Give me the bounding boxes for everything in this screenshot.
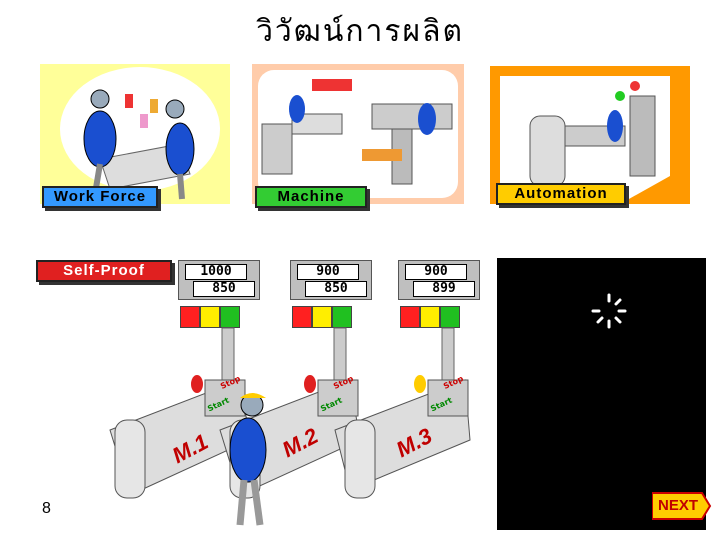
automation-label[interactable]: Automation — [496, 183, 626, 205]
automation-illustration — [500, 76, 670, 204]
machine-3-stop-text: Stop — [442, 374, 465, 391]
green-light — [332, 306, 352, 328]
automation-panel — [490, 66, 690, 204]
machine-illustration — [258, 70, 458, 198]
machine-2-counter-target: 900 — [297, 264, 359, 280]
machine-1-stop-text: Stop — [219, 374, 242, 391]
yellow-light — [420, 306, 440, 328]
machine-2-status-lights — [292, 306, 362, 328]
next-button[interactable]: NEXT — [651, 490, 712, 522]
work-force-label[interactable]: Work Force — [42, 186, 158, 208]
yellow-light — [312, 306, 332, 328]
machine-panel — [252, 64, 464, 204]
machine-2-counter: 900 850 — [290, 260, 372, 300]
work-force-illustration — [60, 67, 220, 200]
machine-3-label: M.3 — [392, 422, 437, 463]
green-light — [440, 306, 460, 328]
work-force-panel — [40, 64, 230, 204]
machine-3-start-text: Start — [429, 395, 454, 414]
machine-2-counter-actual: 850 — [305, 281, 367, 297]
machine-1-label: M.1 — [168, 428, 213, 469]
machine-2-label: M.2 — [278, 422, 323, 463]
red-light — [180, 306, 200, 328]
next-arrow-icon — [651, 492, 712, 520]
red-light — [400, 306, 420, 328]
machine-3-counter-target: 900 — [405, 264, 467, 280]
machine-1-status-lights — [180, 306, 250, 328]
red-light — [292, 306, 312, 328]
machine-2-stop-text: Stop — [332, 374, 355, 391]
green-light — [220, 306, 240, 328]
loading-spinner-icon — [591, 293, 627, 329]
video-area — [497, 258, 706, 530]
machine-1-counter-actual: 850 — [193, 281, 255, 297]
machine-3-status-lights — [400, 306, 470, 328]
machine-label[interactable]: Machine — [255, 186, 367, 208]
next-label: NEXT — [658, 497, 699, 514]
machine-1-counter: 1000 850 — [178, 260, 260, 300]
slide-title: วิวัฒน์การผลิต — [256, 14, 464, 49]
machine-3-counter-actual: 899 — [413, 281, 475, 297]
machine-2-start-text: Start — [319, 395, 344, 414]
page-number: 8 — [42, 500, 51, 517]
machine-3-counter: 900 899 — [398, 260, 480, 300]
machine-1-counter-target: 1000 — [185, 264, 247, 280]
yellow-light — [200, 306, 220, 328]
machine-1-start-text: Start — [206, 395, 231, 414]
self-proof-label[interactable]: Self-Proof — [36, 260, 172, 282]
